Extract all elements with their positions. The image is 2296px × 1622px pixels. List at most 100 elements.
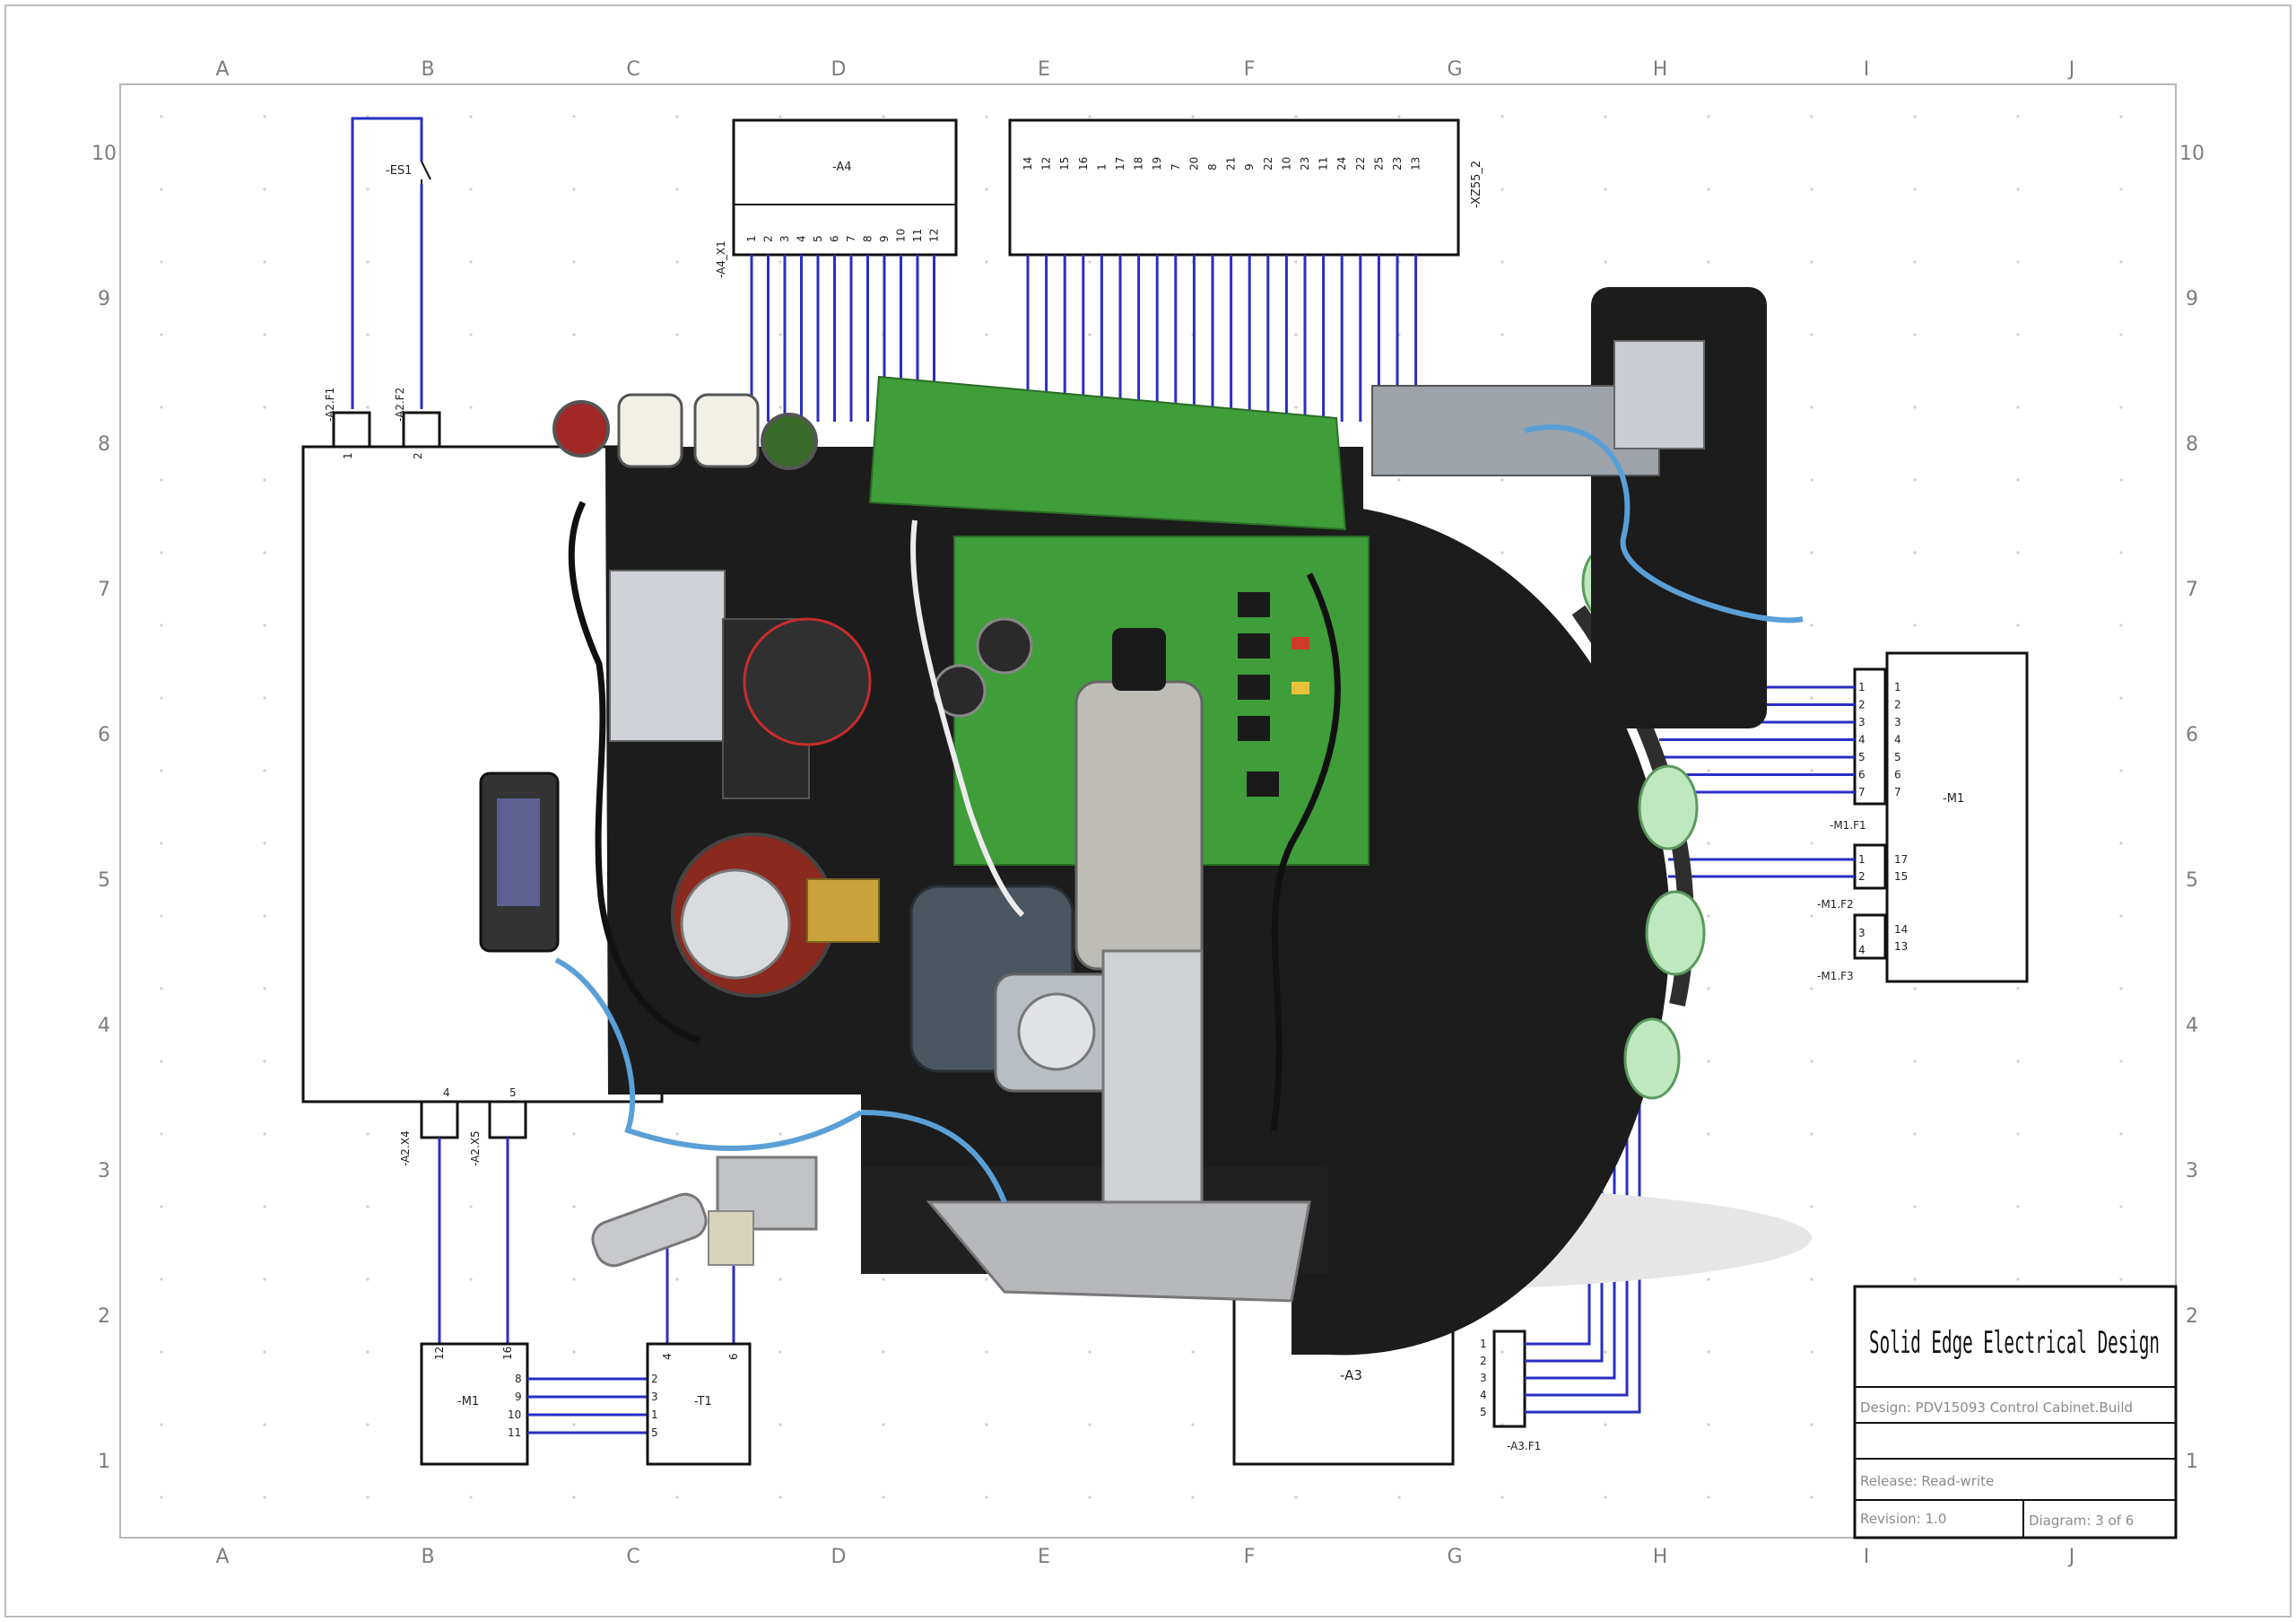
m1-f1-pin: 2 <box>1858 699 1866 711</box>
m1-left-label: -M1 <box>457 1395 479 1408</box>
m1-left-pin: 12 <box>433 1347 446 1360</box>
indicator-lights <box>552 393 818 470</box>
col-label-bottom: E <box>1038 1546 1050 1568</box>
m1-right-label: -M1 <box>1943 792 1964 806</box>
t1-pin: 6 <box>727 1353 740 1360</box>
a4-pin: 12 <box>928 229 941 242</box>
row-label-right: 2 <box>2186 1305 2198 1328</box>
m1-f1-pin: 5 <box>1858 751 1866 763</box>
pcb-components <box>933 592 1309 797</box>
col-label-bottom: A <box>215 1546 229 1568</box>
m1-f2-label: -M1.F2 <box>1817 898 1854 911</box>
row-label-left: 9 <box>98 288 110 310</box>
xz55-pin: 15 <box>1058 157 1071 170</box>
a2-connector-1 <box>332 411 371 449</box>
a3-f1-pin: 3 <box>1480 1372 1487 1384</box>
col-label-bottom: D <box>831 1546 847 1568</box>
row-label-right: 3 <box>2186 1160 2198 1182</box>
xz55-pin: 13 <box>1410 157 1422 170</box>
row-label-left: 6 <box>98 724 110 746</box>
col-label-top: A <box>215 58 229 81</box>
a3-label: -A3 <box>1340 1367 1362 1383</box>
xz55-pin: 14 <box>1022 157 1034 170</box>
col-label-bottom: J <box>2067 1546 2075 1568</box>
din-rail-breakers <box>609 570 726 742</box>
row-label-right: 1 <box>2186 1451 2198 1473</box>
row-label-right: 9 <box>2186 288 2198 310</box>
col-label-top: J <box>2067 58 2075 81</box>
row-label-right: 7 <box>2186 579 2198 601</box>
xz55-pin: 24 <box>1335 157 1348 170</box>
xz55-pin: 18 <box>1133 157 1145 170</box>
es1-switch-symbol <box>421 161 431 184</box>
xz55-pin: 8 <box>1206 163 1219 170</box>
m1-left-pin: 9 <box>515 1391 522 1403</box>
a2-pin: 5 <box>509 1086 517 1099</box>
xz55-pin: 10 <box>1280 157 1292 170</box>
a2-x5-label: -A2.X5 <box>469 1130 482 1166</box>
xz55-pin: 22 <box>1354 157 1367 170</box>
xz55-pin: 22 <box>1262 157 1274 170</box>
title-block-frame <box>1853 1285 2178 1539</box>
tilted-pcb <box>868 375 1347 531</box>
a3-wire <box>1525 1071 1616 1380</box>
m1-left-box <box>420 1342 529 1466</box>
row-labels-left: 10 9 8 7 6 5 4 3 2 1 <box>91 143 117 1473</box>
m1-right-pin: 13 <box>1894 940 1908 953</box>
column-labels-bottom: A B C D E F G H I J <box>215 1546 2074 1568</box>
a4-pin: 1 <box>745 235 758 242</box>
m1-left-pin: 16 <box>501 1347 514 1360</box>
a2-f1-label: -A2.F1 <box>324 388 336 422</box>
row-label-right: 10 <box>2179 143 2205 165</box>
xz55-box <box>1008 118 1460 257</box>
base-plate <box>926 1200 1311 1303</box>
column-labels-top: A B C D E F G H I J <box>215 58 2074 81</box>
m1-f1-connector <box>1853 667 1887 806</box>
m1-f1-label: -M1.F1 <box>1830 819 1866 832</box>
row-label-left: 7 <box>98 579 110 601</box>
a4-box <box>732 118 958 257</box>
m1-right-pin: 4 <box>1894 734 1901 746</box>
row-label-left: 4 <box>98 1015 110 1037</box>
a3-f1-pin: 2 <box>1480 1355 1487 1367</box>
a4-pin: 4 <box>796 235 808 242</box>
m1-right-pin: 2 <box>1894 699 1901 711</box>
row-label-right: 5 <box>2186 869 2198 892</box>
xz55-pin: 11 <box>1318 157 1330 170</box>
title-block-diagram: Diagram: 3 of 6 <box>2029 1513 2134 1529</box>
m1-left-module: -M1 12 16 8 9 10 11 <box>420 1342 529 1466</box>
a3-f1-pin: 4 <box>1480 1389 1487 1401</box>
a4-pin: 6 <box>829 235 841 242</box>
col-label-bottom: B <box>421 1546 434 1568</box>
a3-f1-pin: 5 <box>1480 1406 1487 1418</box>
xz55-pin: 21 <box>1225 157 1238 170</box>
xz55-pin: 25 <box>1372 157 1385 170</box>
xz55-pin: 23 <box>1299 157 1311 170</box>
col-label-bottom: G <box>1447 1546 1462 1568</box>
a4-pin: 5 <box>812 235 824 242</box>
a2-pin: 4 <box>443 1086 450 1099</box>
m1-right-pin: 5 <box>1894 751 1901 763</box>
row-label-left: 3 <box>98 1160 110 1182</box>
a2-f2-label: -A2.F2 <box>394 388 406 422</box>
title-block: Solid Edge Electrical Design Design: PDV… <box>1853 1285 2178 1539</box>
m1-right-pin: 1 <box>1894 681 1901 693</box>
m1-left-pin: 8 <box>515 1373 522 1385</box>
col-label-top: B <box>421 58 434 81</box>
m1-f1-pin: 7 <box>1858 786 1866 798</box>
t1-module: -T1 4 6 2 3 1 5 <box>646 1342 752 1466</box>
a4-wire-group <box>750 255 935 422</box>
col-label-top: E <box>1038 58 1050 81</box>
filter-regulator <box>591 1192 708 1268</box>
xz55-pin: 19 <box>1151 157 1163 170</box>
row-labels-right: 10 9 8 7 6 5 4 3 2 1 <box>2179 143 2205 1473</box>
col-label-top: D <box>831 58 847 81</box>
es1-label: -ES1 <box>386 164 412 178</box>
row-label-left: 2 <box>98 1305 110 1328</box>
cylinder-motor <box>1074 680 1204 971</box>
es1-circuit: -ES1 <box>351 117 431 409</box>
xz55-pin: 9 <box>1243 163 1256 170</box>
